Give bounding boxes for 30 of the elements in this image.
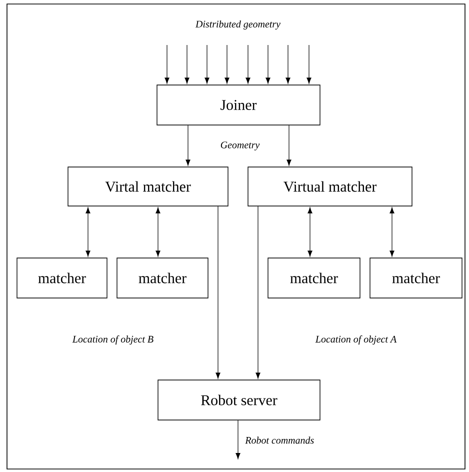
arrow <box>164 44 170 84</box>
process-box: Virtal matcher <box>68 166 228 206</box>
arrow <box>204 44 210 84</box>
arrow <box>216 206 220 379</box>
process-box: matcher <box>116 258 208 298</box>
arrow <box>224 44 230 84</box>
arrow <box>306 44 312 84</box>
flow-label: Geometry <box>220 142 260 150</box>
arrow <box>390 207 394 257</box>
process-box: Robot server <box>158 380 320 420</box>
process-box: Joiner <box>156 84 320 126</box>
arrow <box>308 207 312 257</box>
arrow <box>186 125 190 166</box>
flow-label: Location of object B <box>72 335 154 345</box>
arrow <box>256 206 260 379</box>
arrow <box>86 207 90 257</box>
process-box: matcher <box>16 258 108 298</box>
arrow <box>156 207 160 257</box>
arrow <box>236 420 240 460</box>
edge-label: Robot commands <box>245 436 314 444</box>
process-box: matcher <box>268 258 360 298</box>
process-box: matcher <box>370 258 462 298</box>
arrow <box>286 125 292 166</box>
arrow <box>286 44 290 84</box>
arrow <box>184 44 190 84</box>
flow-label: Distributed geometry <box>195 20 280 30</box>
arrow <box>246 44 250 84</box>
arrow <box>266 44 270 84</box>
flow-label: Location of object A <box>315 335 397 345</box>
process-box: Virtual matcher <box>248 166 412 206</box>
